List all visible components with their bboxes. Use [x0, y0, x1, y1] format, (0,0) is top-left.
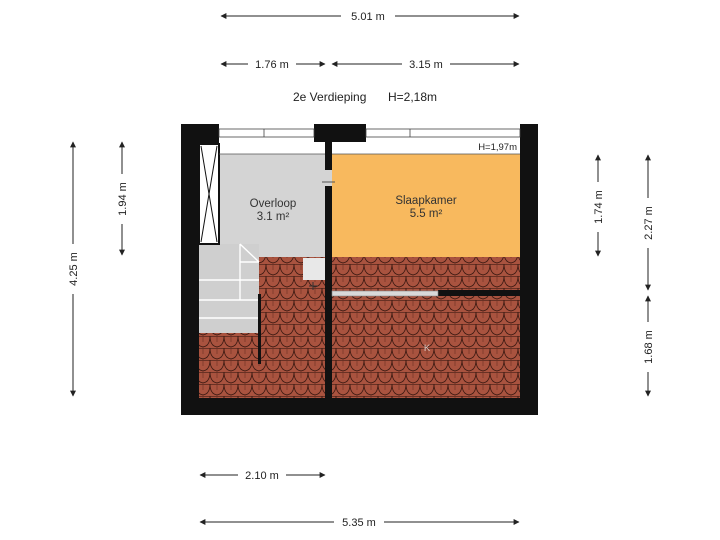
- dimension-label: 2.10 m: [245, 470, 279, 482]
- dimension-top-total: 5.01 m: [220, 8, 520, 24]
- dimension-top-right: 3.15 m: [331, 56, 520, 72]
- wall-stair-side: [258, 294, 261, 364]
- dimension-label: 5.01 m: [351, 11, 385, 23]
- wall-top-middle: [314, 124, 366, 142]
- dimension-left-partial: 1.94 m: [114, 141, 130, 256]
- wall-top-left: [199, 124, 219, 144]
- dimension-label: 1.76 m: [255, 59, 289, 71]
- room-area-overloop: 3.1 m²: [257, 211, 290, 223]
- wall-left: [181, 124, 199, 415]
- dimension-label: 1.74 m: [593, 190, 605, 224]
- dimension-label: 5.35 m: [342, 517, 376, 529]
- dimension-bottom-partial: 2.10 m: [199, 467, 326, 483]
- dimension-left-total: 4.25 m: [65, 141, 81, 397]
- knee-wall-marker: K: [424, 343, 431, 354]
- wall-bottom: [181, 398, 538, 415]
- wall-divider: [325, 142, 332, 398]
- room-slaapkamer: [332, 154, 520, 257]
- room-overloop: [219, 154, 325, 257]
- ceiling-height-label: H=1,97m: [478, 142, 517, 153]
- dimension-label: 3.15 m: [409, 59, 443, 71]
- vent-hatch: [303, 258, 325, 290]
- dimension-top-left: 1.76 m: [220, 56, 326, 72]
- wall-right: [520, 124, 538, 415]
- room-name-slaapkamer: Slaapkamer: [395, 195, 457, 207]
- dimension-label: 1.94 m: [117, 182, 129, 216]
- dimension-label: 1.68 m: [643, 330, 655, 364]
- plan-body: [181, 124, 538, 415]
- door-opening: [325, 170, 332, 186]
- dimension-label: 2.27 m: [643, 206, 655, 240]
- floor-title: 2e Verdieping: [293, 90, 366, 104]
- dimension-bottom-total: 5.35 m: [199, 514, 520, 530]
- dimension-label: 4.25 m: [68, 252, 80, 286]
- wall-knee: [438, 290, 520, 296]
- room-area-slaapkamer: 5.5 m²: [410, 208, 443, 220]
- dimension-right-upper: 1.74 m: [590, 154, 606, 257]
- floor-height: H=2,18m: [388, 90, 437, 104]
- window-left: [218, 128, 315, 138]
- dimension-right-lower: 1.68 m: [640, 295, 656, 397]
- dimension-right-total: 2.27 m: [640, 154, 656, 291]
- room-name-overloop: Overloop: [250, 198, 297, 210]
- closet: [198, 143, 220, 245]
- window-right: [365, 128, 521, 138]
- staircase: [199, 243, 260, 333]
- knee-partition: [331, 290, 439, 297]
